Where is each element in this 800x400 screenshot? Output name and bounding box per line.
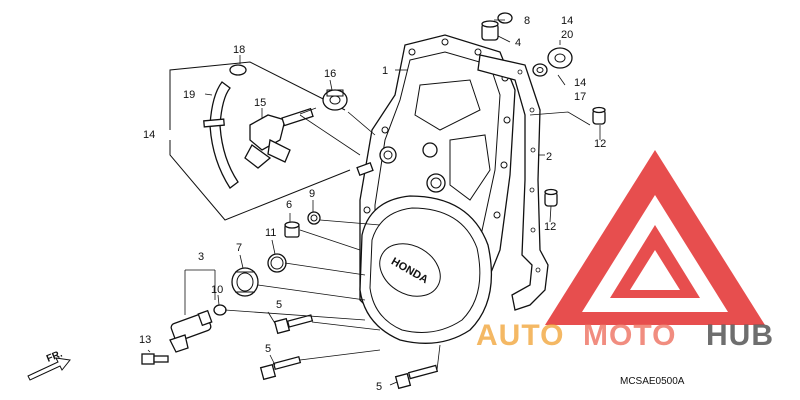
callout-20: 20	[561, 29, 573, 41]
group-outline-14-lower	[169, 140, 351, 221]
callout-12b: 12	[544, 221, 556, 233]
callout-2: 2	[546, 151, 552, 163]
callout-12a: 12	[594, 138, 606, 150]
callout-13: 13	[139, 334, 151, 346]
bolt-part-13	[141, 353, 169, 365]
bolt-part-5b	[259, 355, 302, 381]
callout-14b: 14	[561, 15, 573, 27]
callout-8: 8	[524, 15, 530, 27]
washer-part-9	[307, 211, 321, 225]
watermark-text: AUTO MOTO HUB	[476, 319, 774, 352]
bolt-part-5c	[394, 364, 439, 390]
callout-14c: 14	[574, 77, 586, 89]
bolt-part-5a	[273, 314, 314, 335]
sensor-part-3	[169, 309, 213, 353]
callout-9: 9	[309, 188, 315, 200]
seal-part-16	[322, 89, 348, 111]
cap-part-7	[231, 267, 259, 297]
front-direction-arrow: FR.	[27, 348, 71, 381]
callout-labels: 1 2 3 4 5 5 5 6 7 8 9 10 11 12 12 13 14 …	[139, 15, 606, 393]
callout-11: 11	[265, 227, 276, 239]
small-bolt	[356, 162, 374, 176]
watermark-triangle	[545, 150, 765, 325]
outer-cover: HONDA	[359, 195, 493, 344]
callout-5b: 5	[265, 343, 271, 355]
oring-part-8	[497, 12, 513, 24]
group-outline-14	[169, 61, 346, 130]
callout-14a: 14	[143, 129, 155, 141]
callout-10: 10	[211, 284, 223, 296]
callout-5c: 5	[376, 381, 382, 393]
callout-1: 1	[382, 65, 388, 77]
collar-part-4	[481, 20, 499, 41]
pump-shaft-part-15	[244, 107, 317, 169]
watermark-auto: AUTO	[476, 319, 564, 352]
oring-part-10	[213, 304, 227, 316]
hose-part-19	[203, 81, 239, 189]
callout-17: 17	[574, 91, 586, 103]
dowel-pin-part-12b	[544, 188, 558, 207]
gasket-part-2	[477, 54, 549, 311]
callout-5a: 5	[276, 299, 282, 311]
callout-16: 16	[324, 68, 336, 80]
callout-4: 4	[515, 37, 521, 49]
callout-19: 19	[183, 89, 195, 101]
callout-18: 18	[233, 44, 245, 56]
dowel-pin-part-12a	[592, 106, 606, 125]
plug-part-6	[284, 221, 300, 238]
clamp-part-18	[229, 64, 247, 76]
callout-3: 3	[198, 251, 204, 263]
callout-15: 15	[254, 97, 266, 109]
watermark-hub: HUB	[706, 319, 774, 352]
watermark-moto: MOTO	[583, 319, 676, 352]
seal-part-17	[532, 63, 548, 77]
diagram-code: MCSAE0500A	[620, 376, 685, 387]
callout-6: 6	[286, 199, 292, 211]
leader-lines	[147, 19, 601, 386]
callout-7: 7	[236, 242, 242, 254]
bearing-part-20	[547, 47, 573, 69]
